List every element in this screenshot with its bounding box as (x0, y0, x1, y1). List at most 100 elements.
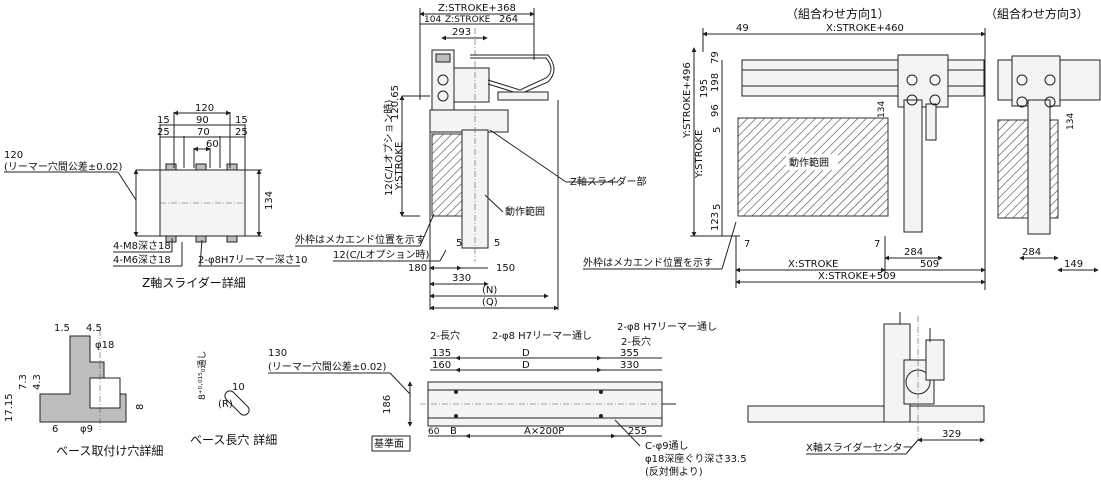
dim-255: 255 (628, 426, 647, 437)
dim-15-right: 15 (235, 115, 248, 126)
c-l-option-label: 12(C/Lオプション時) (333, 249, 430, 261)
dim-90: 90 (196, 115, 209, 126)
dim-n: (N) (482, 285, 497, 296)
dim-7-right: 7 (874, 239, 880, 250)
dim-79: 79 (710, 51, 721, 64)
z-slider-detail-view: 120 15 90 15 25 70 25 60 134 120 (リーマー穴間… (4, 103, 308, 290)
slot-label-left: 2-長穴 (430, 329, 460, 342)
dim-186: 186 (382, 395, 393, 414)
phi18-counterbore-label: φ18深座ぐり深さ33.5 (645, 452, 747, 465)
dim-r: (R) (218, 399, 233, 410)
dim-293: 293 (452, 27, 471, 38)
dim-z-stroke: Z:STROKE (445, 15, 491, 25)
dim-b: B (450, 426, 457, 437)
dim-7-3: 7.3 (18, 374, 29, 390)
dim-17-15: 17.15 (4, 393, 15, 422)
dim-slot-width: 8⁺⁰·⁰¹⁵₀通し (197, 351, 208, 400)
xy-operating-range-label: 動作範囲 (789, 156, 829, 169)
base-mounting-hole-title: ベース取付け穴詳細 (56, 443, 163, 458)
x-slider-center-view: 329 X軸スライダーセンター (747, 312, 985, 455)
dim-10: 10 (232, 382, 245, 393)
dim-c-l-option: 12(C/Lオプション時) (383, 99, 395, 196)
dim-355: 355 (620, 348, 639, 359)
dim-5-left: 5 (456, 238, 462, 249)
dim-25-left: 25 (157, 127, 170, 138)
dim-284-3: 284 (1022, 247, 1041, 258)
dim-y-stroke: Y:STROKE (694, 130, 705, 179)
datum-surface-label: 基準面 (374, 437, 404, 450)
c-phi9-label: C-φ9通し (645, 440, 689, 452)
dim-phi18: φ18 (95, 340, 114, 351)
dim-120-top: 120 (195, 103, 214, 114)
dim-6: 6 (52, 424, 58, 435)
dim-134: 134 (264, 191, 275, 210)
dim-q: (Q) (482, 297, 498, 308)
base-slot-detail: 8⁺⁰·⁰¹⁵₀通し 10 (R) ベース長穴 詳細 (190, 351, 277, 447)
dim-x-stroke-509: X:STROKE+509 (818, 271, 896, 282)
z-operating-range-label: 動作範囲 (505, 205, 545, 218)
dim-330-base: 330 (620, 360, 639, 371)
front-view-direction-1: （組合わせ方向1） 49 X:STROKE+460 動作範囲 Y:STROKE+… (583, 6, 986, 290)
base-slot-title: ベース長穴 詳細 (190, 432, 277, 447)
dim-d-upper: D (522, 348, 530, 359)
y-slider-block (897, 54, 949, 108)
dim-509: 509 (920, 259, 939, 270)
dim-x-stroke: X:STROKE (788, 259, 838, 270)
dim-135: 135 (432, 348, 451, 359)
dim-60: 60 (206, 139, 219, 150)
dim-149: 149 (1064, 259, 1083, 270)
dim-5-right: 5 (494, 238, 500, 249)
side-view: Z:STROKE+368 104 Z:STROKE 264 293 動作範囲 Z… (295, 3, 646, 311)
tolerance-130: 130 (268, 348, 287, 359)
combination-direction-3: （組合わせ方向3） (985, 6, 1089, 21)
combination-direction-1: （組合わせ方向1） (786, 6, 890, 21)
tap-m6-label: 4-M6深さ18 (113, 254, 171, 266)
dim-180: 180 (408, 263, 427, 274)
x-slider-center-label: X軸スライダーセンター (806, 441, 912, 454)
dim-96: 96 (710, 104, 721, 117)
dim-7-left: 7 (744, 239, 750, 250)
dim-8: 8 (135, 404, 146, 410)
dim-198: 198 (710, 73, 721, 92)
dim-123: 123 (710, 212, 721, 231)
dim-15-left: 15 (157, 115, 170, 126)
tolerance-note-2: (リーマー穴間公差±0.02) (268, 360, 387, 373)
dim-phi9: φ9 (80, 424, 93, 435)
opposite-side-label: (反対側より) (645, 465, 703, 478)
frame-mecha-end-note: 外枠はメカエンド位置を示す (295, 233, 425, 246)
dim-y-stroke-side: Y:STROKE (394, 142, 405, 191)
base-mounting-hole-detail: 1.5 4.5 φ18 φ9 7.3 4.3 17.15 6 8 ベース取付け穴… (4, 323, 163, 458)
base-plan-view: 130 (リーマー穴間公差±0.02) 186 2-長穴 2-φ8 H7リーマー… (268, 321, 747, 478)
dim-z-stroke-368: Z:STROKE+368 (438, 3, 516, 14)
dim-5-upper: 5 (712, 127, 723, 133)
reamer-hole-label: 2-φ8H7リーマー深さ10 (198, 254, 308, 266)
reamer-hole-right: 2-φ8 H7リーマー通し (617, 321, 717, 333)
dim-70: 70 (197, 127, 210, 138)
dim-264: 264 (499, 14, 518, 25)
dim-y-stroke-496: Y:STROKE+496 (682, 62, 693, 139)
z-slider-body (429, 109, 509, 133)
dim-329: 329 (942, 429, 961, 440)
frame-mecha-end-note-2: 外枠はメカエンド位置を示す (583, 256, 713, 269)
dim-330: 330 (452, 273, 471, 284)
dim-284: 284 (904, 247, 923, 258)
dim-d-lower: D (522, 360, 530, 371)
dim-160: 160 (432, 360, 451, 371)
x-rail-bottom (747, 405, 985, 423)
tolerance-note: (リーマー穴間公差±0.02) (4, 160, 123, 173)
dim-60: 60 (428, 427, 440, 437)
dim-1-5: 1.5 (54, 323, 70, 334)
dim-49: 49 (736, 23, 749, 34)
slot-label-right: 2-長穴 (621, 335, 651, 348)
reamer-hole-left: 2-φ8 H7リーマー通し (492, 330, 592, 342)
dim-a-200p: A×200P (524, 426, 564, 437)
dim-195: 195 (699, 79, 710, 98)
dim-x-stroke-460: X:STROKE+460 (826, 23, 904, 34)
dim-5-lower: 5 (712, 204, 723, 210)
dim-120-65: 120.65 (390, 85, 401, 120)
tap-m8-label: 4-M8深さ18 (113, 240, 171, 252)
dim-104: 104 (424, 15, 441, 25)
z-slider-detail-title: Z軸スライダー詳細 (142, 275, 246, 290)
